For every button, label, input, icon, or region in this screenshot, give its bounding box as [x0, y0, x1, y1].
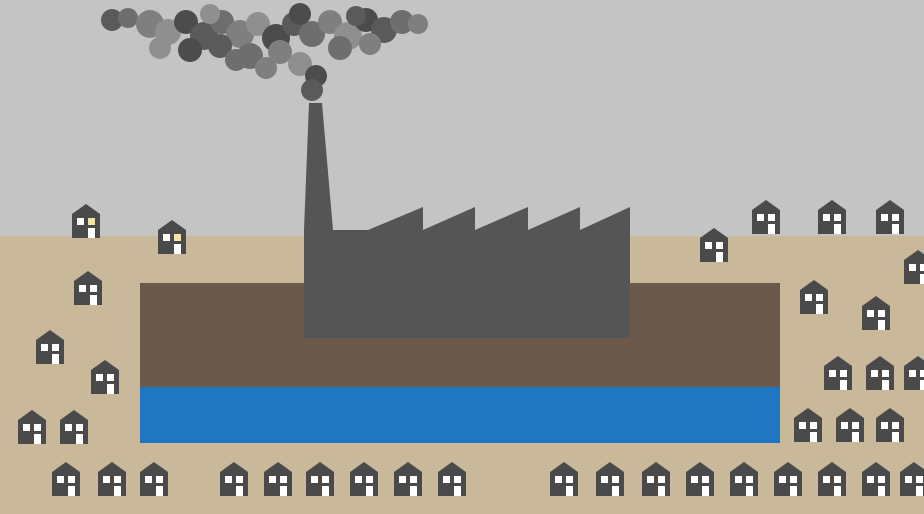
house-icon [306, 462, 334, 496]
house-icon [60, 410, 88, 444]
house-icon [836, 408, 864, 442]
smoke-puff [178, 38, 202, 62]
house-icon [394, 462, 422, 496]
smoke-cloud-icon [101, 3, 428, 101]
house-icon [220, 462, 248, 496]
house-icon [862, 462, 890, 496]
house-icon [774, 462, 802, 496]
smoke-puff [255, 57, 277, 79]
house-icon [18, 410, 46, 444]
house-icon [900, 462, 924, 496]
sky [0, 0, 924, 236]
house-icon [72, 204, 100, 238]
house-icon [642, 462, 670, 496]
house-icon [350, 462, 378, 496]
smoke-puff [328, 36, 352, 60]
smoke-puff [246, 12, 270, 36]
house-icon [862, 296, 890, 330]
house-icon [91, 360, 119, 394]
house-icon [550, 462, 578, 496]
house-icon [876, 200, 904, 234]
house-icon [686, 462, 714, 496]
smoke-puff [359, 33, 381, 55]
smoke-puff [149, 37, 171, 59]
house-icon [800, 280, 828, 314]
house-icon [36, 330, 64, 364]
house-icon [752, 200, 780, 234]
smoke-puff [118, 8, 138, 28]
smoke-puff [288, 52, 312, 76]
smoke-puff [289, 3, 311, 25]
house-icon [438, 462, 466, 496]
house-icon [818, 462, 846, 496]
house-icon [158, 220, 186, 254]
smoke-puff [390, 10, 414, 34]
smoke-puff [346, 6, 366, 26]
smoke-puff [299, 21, 325, 47]
smoke-puff [101, 9, 123, 31]
house-icon [904, 356, 924, 390]
smoke-puff [225, 49, 247, 71]
water-layer [140, 387, 780, 443]
house-icon [98, 462, 126, 496]
smoke-puff [174, 10, 198, 34]
smoke-puff [208, 34, 232, 58]
house-icon [866, 356, 894, 390]
factory-icon [304, 103, 630, 338]
house-icon [876, 408, 904, 442]
house-icon [730, 462, 758, 496]
house-icon [74, 271, 102, 305]
smoke-puff [408, 14, 428, 34]
smoke-puff [200, 4, 220, 24]
house-icon [596, 462, 624, 496]
house-icon [794, 408, 822, 442]
house-icon [264, 462, 292, 496]
house-icon [700, 228, 728, 262]
houses [18, 200, 924, 496]
smoke-puff [268, 40, 292, 64]
smoke-puff [301, 79, 323, 101]
house-icon [824, 356, 852, 390]
house-icon [52, 462, 80, 496]
house-icon [904, 250, 924, 284]
house-icon [818, 200, 846, 234]
smoke-puff [318, 10, 342, 34]
house-icon [140, 462, 168, 496]
